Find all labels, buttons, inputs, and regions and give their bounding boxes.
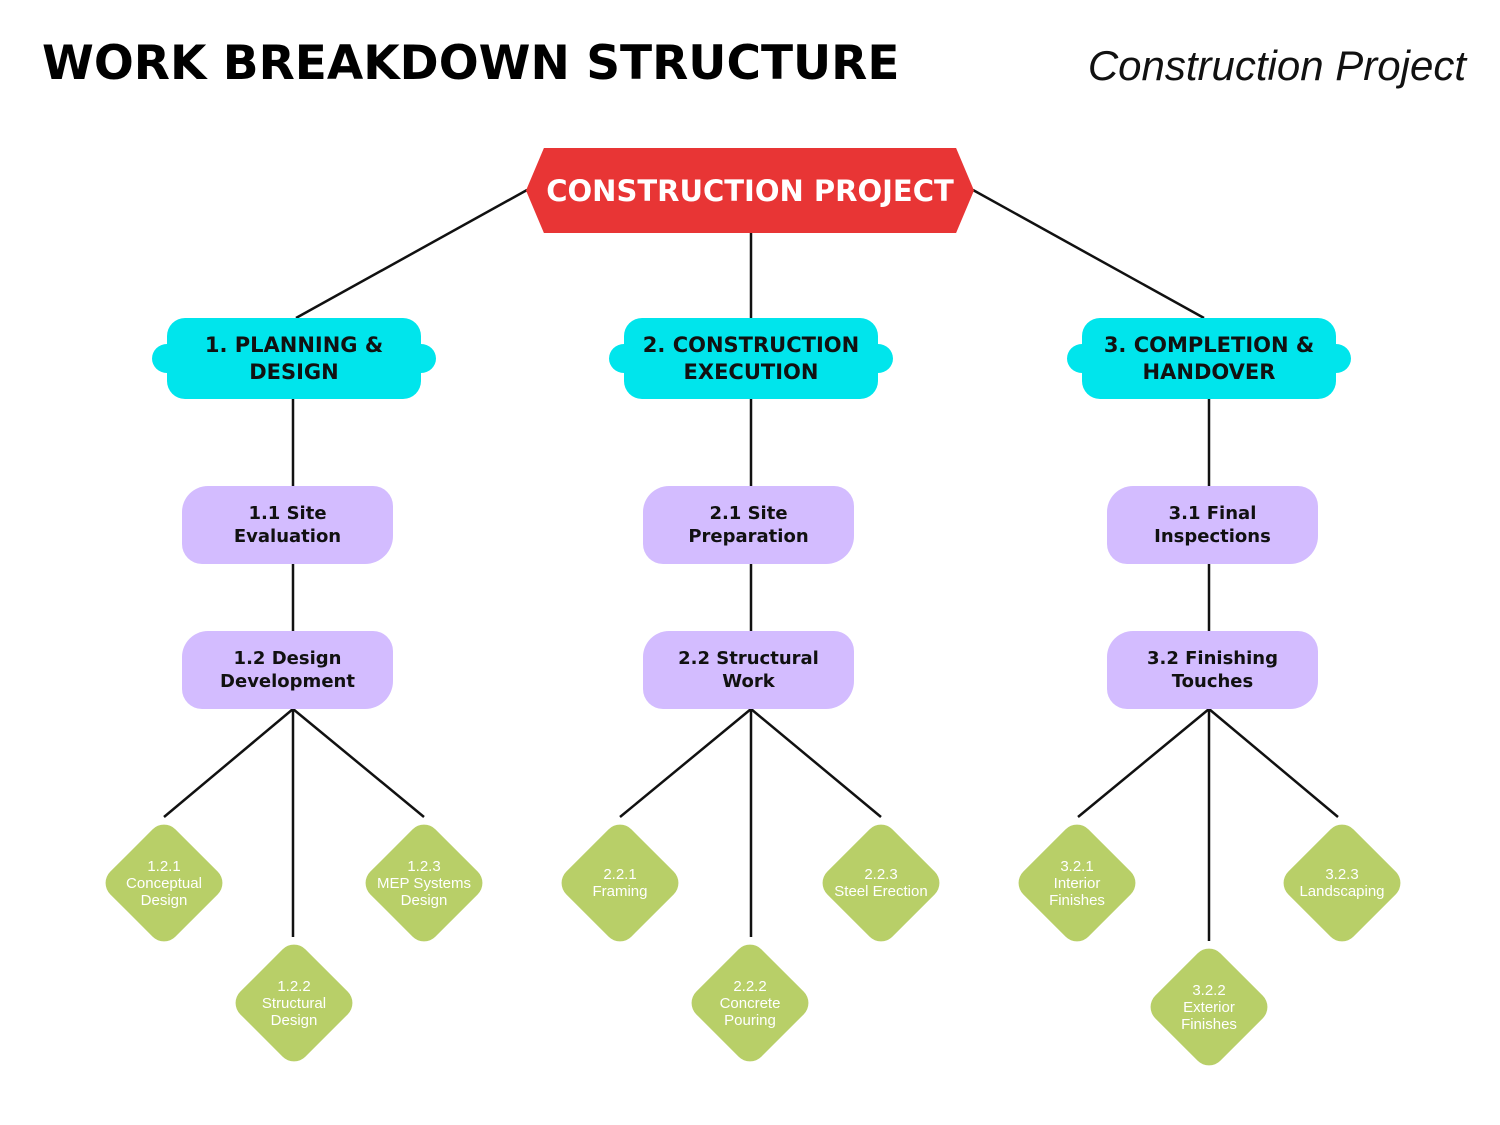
deliverable-conceptual-design: 1.2.1 Conceptual Design: [98, 817, 230, 949]
deliverable-label: 3.2.1 Interior Finishes: [1049, 857, 1105, 909]
phase-label: 2. CONSTRUCTION EXECUTION: [642, 332, 860, 384]
phase-label: 3. COMPLETION & HANDOVER: [1103, 332, 1315, 384]
task-label: 2.1 Site Preparation: [688, 503, 809, 547]
deliverable-landscaping: 3.2.3 Landscaping: [1276, 817, 1408, 949]
deliverable-concrete-pouring: 2.2.2 Concrete Pouring: [684, 937, 816, 1069]
phase-planning-design: 1. PLANNING & DESIGN: [152, 318, 436, 399]
connector-line: [163, 708, 294, 818]
page-title: WORK BREAKDOWN STRUCTURE: [42, 36, 900, 91]
connector-line: [1208, 708, 1339, 818]
root-node-label: CONSTRUCTION PROJECT: [546, 173, 954, 208]
deliverable-mep-systems-design: 1.2.3 MEP Systems Design: [358, 817, 490, 949]
deliverable-label: 2.2.3 Steel Erection: [834, 866, 928, 900]
task-final-inspections: 3.1 Final Inspections: [1107, 486, 1318, 564]
task-finishing-touches: 3.2 Finishing Touches: [1107, 631, 1318, 709]
task-structural-work: 2.2 Structural Work: [643, 631, 854, 709]
deliverable-label: 2.2.2 Concrete Pouring: [719, 977, 781, 1029]
connector-line: [1077, 708, 1210, 818]
deliverable-label: 2.2.1 Framing: [592, 866, 648, 900]
task-label: 1.1 Site Evaluation: [233, 503, 342, 547]
task-site-evaluation: 1.1 Site Evaluation: [182, 486, 393, 564]
deliverable-label: 1.2.3 MEP Systems Design: [377, 857, 471, 909]
deliverable-label: 3.2.3 Landscaping: [1299, 866, 1385, 900]
task-label: 3.2 Finishing Touches: [1146, 648, 1278, 692]
deliverable-framing: 2.2.1 Framing: [554, 817, 686, 949]
task-site-preparation: 2.1 Site Preparation: [643, 486, 854, 564]
task-label: 3.1 Final Inspections: [1154, 503, 1271, 547]
connector-line: [292, 708, 425, 818]
deliverable-steel-erection: 2.2.3 Steel Erection: [815, 817, 947, 949]
task-label: 2.2 Structural Work: [678, 648, 819, 692]
task-label: 1.2 Design Development: [220, 648, 355, 692]
phase-label: 1. PLANNING & DESIGN: [204, 332, 384, 384]
deliverable-interior-finishes: 3.2.1 Interior Finishes: [1011, 817, 1143, 949]
deliverable-label: 1.2.2 Structural Design: [261, 977, 327, 1029]
connector-line: [619, 708, 752, 818]
root-node: CONSTRUCTION PROJECT: [526, 148, 974, 233]
deliverable-exterior-finishes: 3.2.2 Exterior Finishes: [1143, 941, 1275, 1073]
phase-completion-handover: 3. COMPLETION & HANDOVER: [1067, 318, 1351, 399]
connector-line: [750, 708, 882, 818]
connector-line: [295, 188, 528, 320]
deliverable-structural-design: 1.2.2 Structural Design: [228, 937, 360, 1069]
deliverable-label: 3.2.2 Exterior Finishes: [1181, 981, 1237, 1033]
task-design-development: 1.2 Design Development: [182, 631, 393, 709]
connector-line: [972, 188, 1205, 320]
phase-construction-execution: 2. CONSTRUCTION EXECUTION: [609, 318, 893, 399]
deliverable-label: 1.2.1 Conceptual Design: [126, 857, 202, 909]
page-subtitle: Construction Project: [1087, 42, 1466, 89]
